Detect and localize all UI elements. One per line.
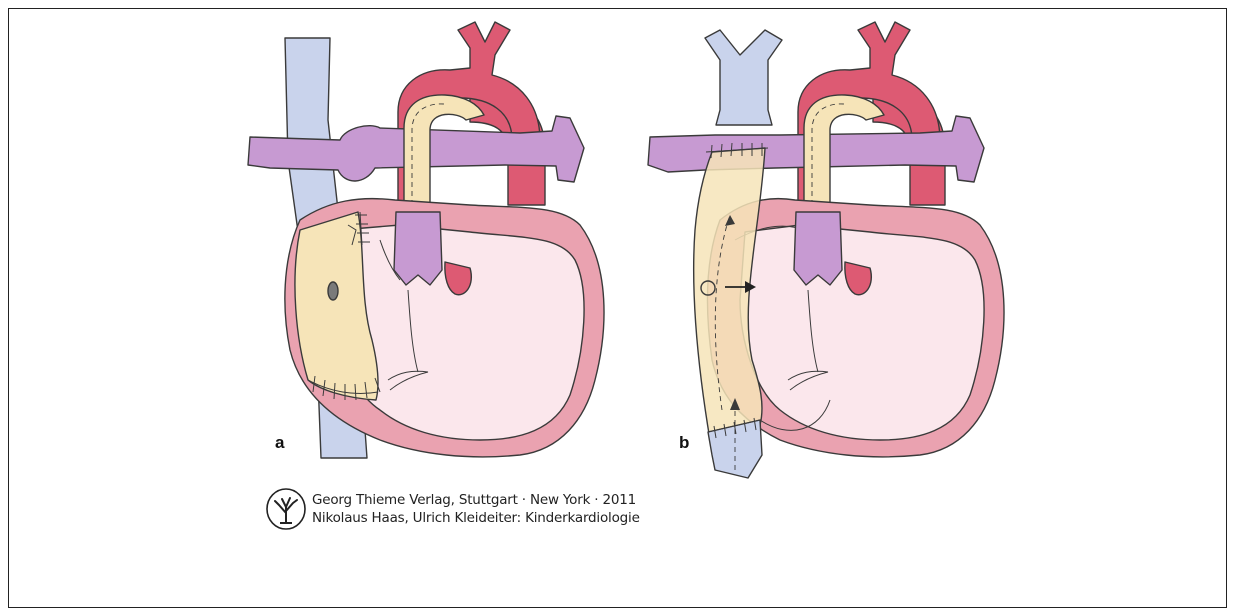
neo-aortic-root — [394, 212, 442, 285]
thieme-tree-logo-icon — [264, 487, 308, 531]
credit-line-authors: Nikolaus Haas, Ulrich Kleideiter: Kinder… — [312, 509, 640, 527]
credit-line-publisher: Georg Thieme Verlag, Stuttgart · New Yor… — [312, 491, 640, 509]
panel-b-diagram — [648, 22, 1004, 478]
baffle-fenestration — [328, 282, 338, 300]
publisher-credit: Georg Thieme Verlag, Stuttgart · New Yor… — [264, 487, 640, 531]
surgical-diagram: .ol { stroke: #3a3a3a; stroke-width: 1.4… — [0, 0, 1237, 545]
svc-upper — [705, 30, 782, 125]
panel-b-label: b — [679, 433, 689, 453]
panel-a-diagram — [248, 22, 604, 458]
panel-a-label: a — [275, 433, 284, 453]
ventricle-chamber-b — [740, 225, 984, 440]
neo-aortic-root-b — [794, 212, 842, 285]
